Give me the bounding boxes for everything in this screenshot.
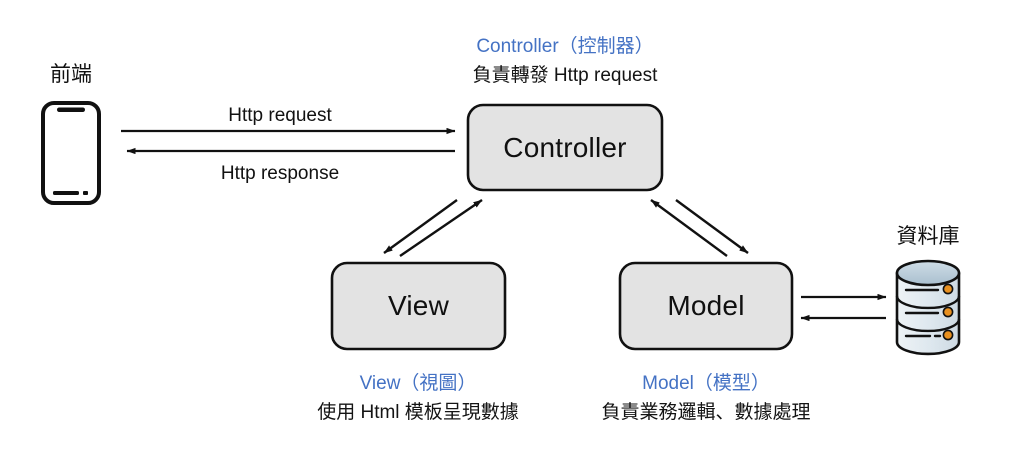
controller-model-arrows [650,199,749,257]
model-box[interactable] [618,261,794,351]
database-icon [895,259,961,356]
view-caption-subtitle: 使用 Html 模板呈現數據 [317,402,519,423]
http-response-label: Http response [220,163,340,184]
http-request-label: Http request [228,105,332,126]
model-caption-title: Model（模型） [642,373,770,394]
phone-icon [41,101,101,205]
view-caption-title: View（視圖） [359,373,477,394]
controller-view-arrows [383,199,483,257]
database-label: 資料庫 [896,225,960,248]
controller-caption-title: Controller（控制器） [476,36,654,57]
model-caption-subtitle: 負責業務邏輯、數據處理 [601,402,811,423]
frontend-label: 前端 [50,63,92,86]
controller-caption-subtitle: 負責轉發 Http request [472,65,658,86]
model-database-arrows [800,293,887,322]
view-box[interactable] [330,261,507,351]
controller-box[interactable] [466,103,664,192]
